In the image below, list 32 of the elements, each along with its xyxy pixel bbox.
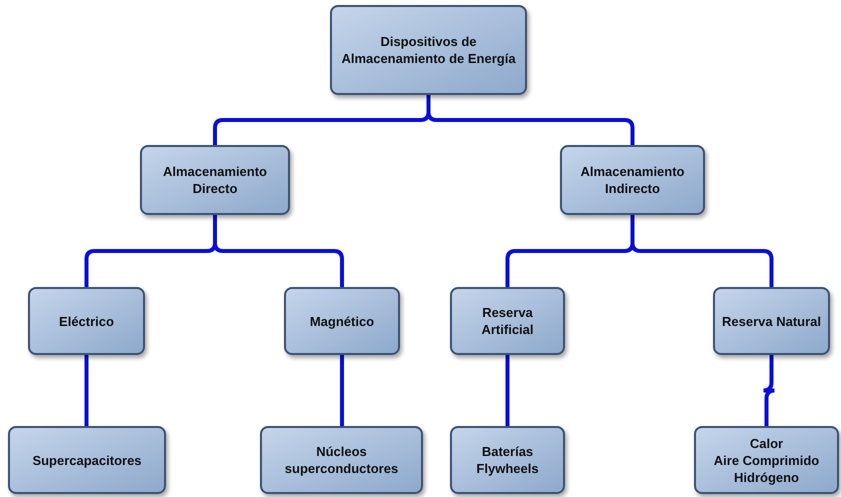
node-label: Aire Comprimido [714, 452, 820, 468]
connector-line [340, 355, 344, 426]
category-box [713, 287, 830, 355]
category-box [140, 145, 290, 215]
connector-line [762, 355, 776, 426]
node-label: Flywheels [476, 460, 539, 477]
connector-line [84, 355, 88, 426]
node-label: Eléctrico [59, 312, 114, 330]
category-box [28, 287, 145, 355]
node-label: Núcleos superconductores [284, 443, 400, 477]
node-label: Reserva Artificial [480, 304, 534, 338]
node-label: Baterías [482, 443, 534, 460]
connector-line [213, 215, 344, 287]
category-box [450, 287, 565, 355]
node-label: Almacenamiento Directo [162, 163, 268, 197]
category-box [260, 426, 423, 494]
category-box [8, 426, 166, 494]
node-label: Almacenamiento Indirecto [579, 163, 686, 197]
connector-line [426, 95, 634, 145]
node-label: Dispositivos de Almacenamiento de Energía [340, 33, 517, 67]
connector-line [506, 355, 510, 426]
category-box [330, 5, 527, 95]
node-label: Calor [750, 434, 784, 452]
category-box [560, 145, 705, 215]
node-label: Magnético [310, 312, 374, 330]
category-box [284, 287, 400, 355]
node-label: Hidrógeno [734, 468, 799, 486]
node-label: Supercapacitores [32, 452, 142, 468]
connector-line [630, 215, 774, 287]
category-box [694, 426, 839, 494]
node-label: Reserva Natural [722, 312, 821, 330]
category-box [450, 426, 565, 494]
